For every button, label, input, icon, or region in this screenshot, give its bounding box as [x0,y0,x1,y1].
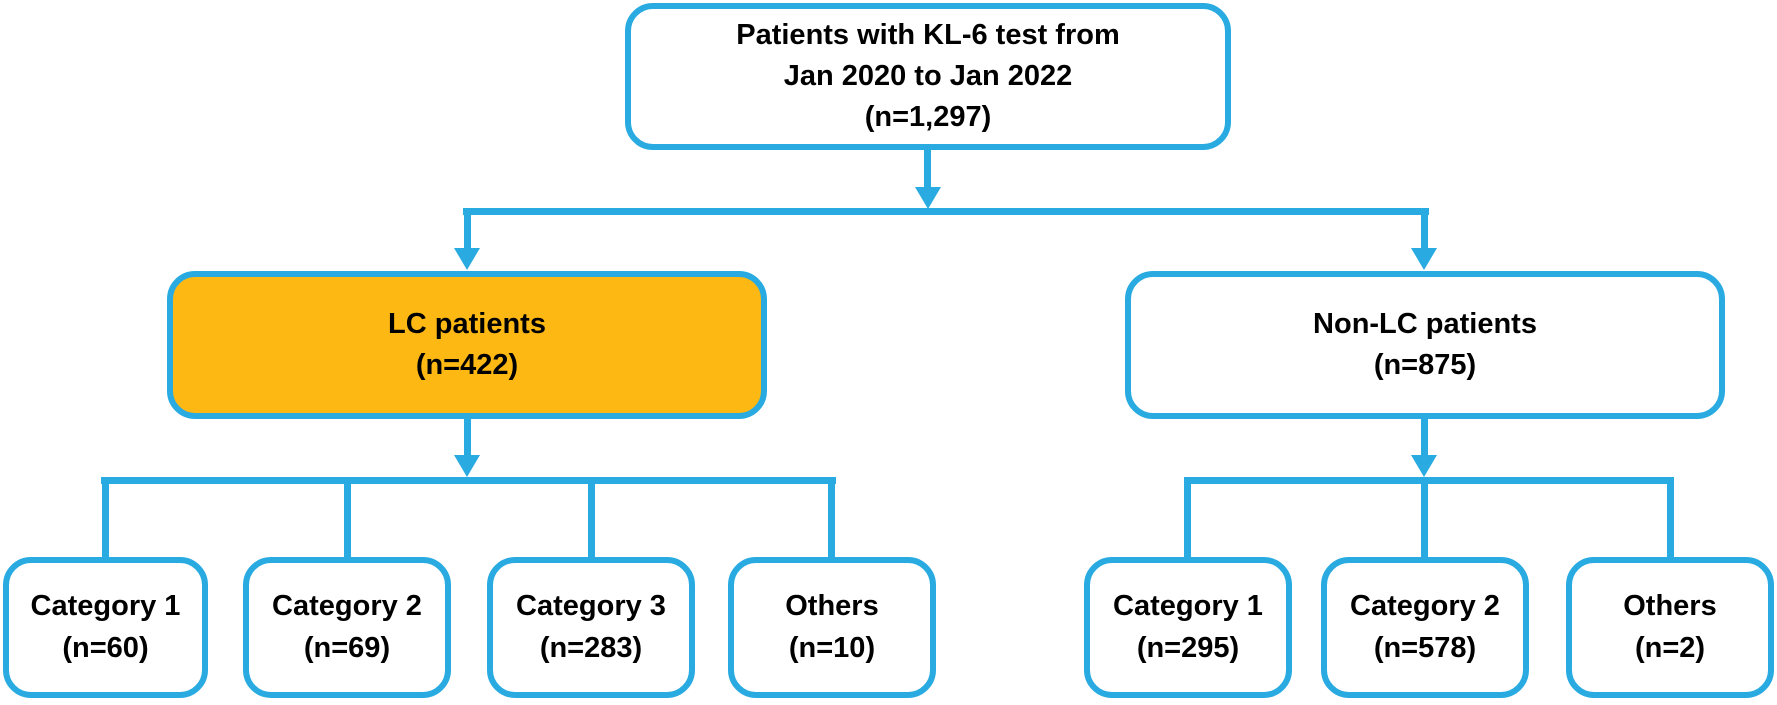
node-label: Jan 2020 to Jan 2022 [783,59,1073,92]
node-non-lc-others: Others (n=2) [1566,557,1774,698]
node-lc-patients: LC patients (n=422) [167,271,767,419]
connector-nonlc-branch-stem [1421,208,1428,248]
node-count: (n=422) [415,349,519,381]
node-count: (n=69) [303,631,391,664]
node-label: Category 2 [1350,590,1500,623]
connector-lc-drop-3 [588,477,595,557]
connector-lc-branch-stem [464,208,471,248]
node-root: Patients with KL-6 test from Jan 2020 to… [625,3,1231,150]
node-label: Others [785,590,879,623]
connector-nonlc-children-stem [1421,419,1428,455]
arrow-down-icon [1411,248,1437,270]
node-count: (n=283) [539,631,643,664]
node-count: (n=1,297) [864,101,992,134]
node-lc-category-3: Category 3 (n=283) [487,557,695,698]
node-label: Category 1 [1113,590,1263,623]
arrow-down-icon [1411,455,1437,477]
connector-level1-horizontal [463,208,1429,215]
node-label: LC patients [388,307,546,340]
node-count: (n=578) [1373,631,1477,664]
node-count: (n=10) [788,631,876,664]
node-label: Category 2 [272,590,422,623]
node-count: (n=60) [62,631,149,664]
node-count: (n=875) [1373,349,1477,381]
connector-nonlc-drop-3 [1667,477,1674,557]
connector-nonlc-drop-2 [1421,477,1428,557]
arrow-down-icon [454,248,480,270]
connector-lc-drop-4 [828,477,835,557]
node-label: Others [1623,590,1717,623]
arrow-down-icon [454,455,480,477]
node-non-lc-patients: Non-LC patients (n=875) [1125,271,1725,419]
connector-lc-drop-2 [344,477,351,557]
connector-nonlc-drop-1 [1184,477,1191,557]
node-lc-others: Others (n=10) [728,557,936,698]
node-non-lc-category-1: Category 1 (n=295) [1084,557,1292,698]
node-count: (n=2) [1634,631,1706,664]
node-lc-category-2: Category 2 (n=69) [243,557,451,698]
connector-lc-children-stem [464,419,471,455]
node-label: Non-LC patients [1313,307,1537,340]
connector-root-stem [924,150,931,187]
connector-lc-drop-1 [102,477,109,557]
node-label: Category 3 [516,590,666,623]
connector-lc-children-horizontal [101,477,836,484]
arrow-down-icon [915,187,941,209]
connector-nonlc-children-horizontal [1184,477,1674,484]
node-count: (n=295) [1136,631,1240,664]
node-lc-category-1: Category 1 (n=60) [3,557,208,698]
node-label: Patients with KL-6 test from [736,18,1120,51]
node-non-lc-category-2: Category 2 (n=578) [1321,557,1529,698]
node-label: Category 1 [30,590,181,623]
